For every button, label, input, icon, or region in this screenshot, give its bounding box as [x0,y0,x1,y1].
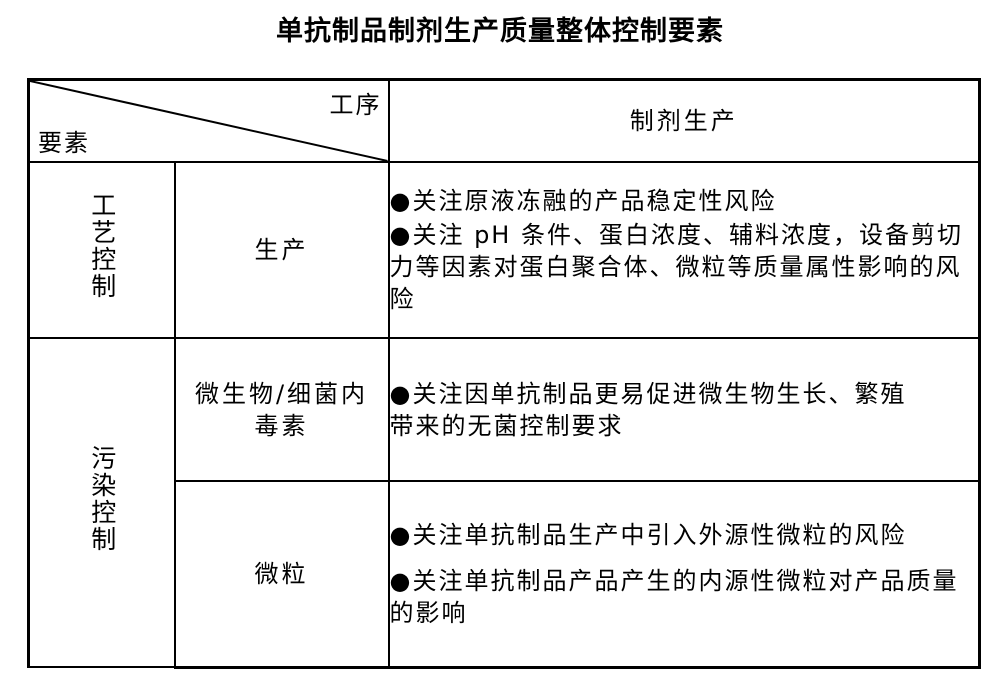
control-elements-table: 工序 要素 制剂生产 工艺控制 生产 ●关注原液冻融的产品稳定性风险 ●关注 p… [27,78,981,669]
element-axis-label: 要素 [38,129,90,157]
category-label: 污染控制 [87,444,117,553]
item-label: 微粒 [254,559,309,588]
bullet-item: ●关注 pH 条件、蛋白浓度、辅料浓度，设备剪切力等因素对蛋白聚合体、微粒等质量… [389,221,963,313]
category-label: 工艺控制 [87,192,117,300]
category-cell-process-control: 工艺控制 [27,161,176,339]
item-cell-microbial: 微生物/细菌内 毒素 [173,337,390,482]
diagonal-header-cell: 工序 要素 [27,78,390,163]
table-row: 微粒 ●关注单抗制品生产中引入外源性微粒的风险 ●关注单抗制品产品产生的内源性微… [29,480,981,669]
diagonal-line [30,81,388,161]
category-cell-contamination-control: 污染控制 [27,337,176,668]
item-label-line: 毒素 [254,411,309,440]
header-row: 工序 要素 制剂生产 [27,78,981,163]
item-label-line: 微生物/细菌内 [194,379,369,408]
content-cell-production: ●关注原液冻融的产品稳定性风险 ●关注 pH 条件、蛋白浓度、辅料浓度，设备剪切… [387,161,981,339]
page-title: 单抗制品制剂生产质量整体控制要素 [276,16,724,47]
item-cell-production: 生产 [173,161,390,339]
table-row: 工艺控制 生产 ●关注原液冻融的产品稳定性风险 ●关注 pH 条件、蛋白浓度、辅… [27,161,981,339]
item-label: 生产 [254,236,309,264]
bullet-item: ●关注单抗制品产品产生的内源性微粒对产品质量的影响 [389,566,959,627]
table-row: 污染控制 微生物/细菌内 毒素 ●关注因单抗制品更易促进微生物生长、繁殖带来的无… [27,337,981,668]
process-axis-label: 工序 [329,91,382,119]
bullet-item: ●关注因单抗制品更易促进微生物生长、繁殖带来的无菌控制要求 [389,379,907,440]
content-cell-particles: ●关注单抗制品生产中引入外源性微粒的风险 ●关注单抗制品产品产生的内源性微粒对产… [387,480,981,669]
item-cell-particles: 微粒 [173,480,390,669]
process-header-cell: 制剂生产 [387,78,981,163]
bullet-item: ●关注原液冻融的产品稳定性风险 [389,187,777,215]
content-cell-microbial: ●关注因单抗制品更易促进微生物生长、繁殖带来的无菌控制要求 [387,337,981,482]
bullet-item: ●关注单抗制品生产中引入外源性微粒的风险 [389,520,907,549]
